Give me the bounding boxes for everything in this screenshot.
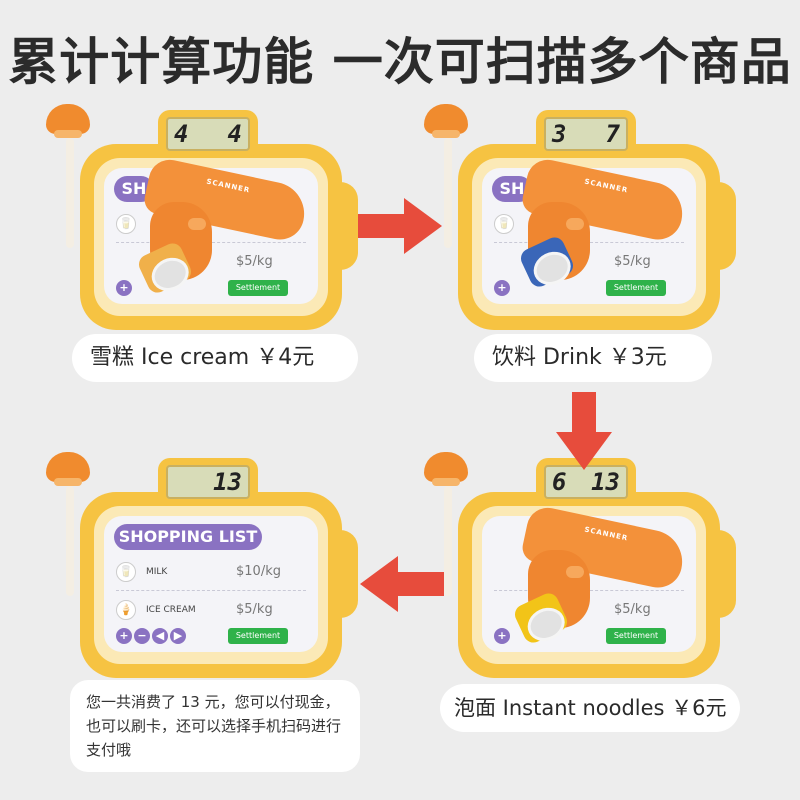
- list-item: $5/kg: [116, 250, 306, 276]
- list-controls: +: [494, 628, 510, 644]
- lcd-frame: 13: [158, 458, 258, 506]
- item-price: $10/kg: [236, 564, 281, 579]
- caption-noodles: 泡面 Instant noodles ￥6元: [440, 684, 740, 732]
- lever-knob-icon[interactable]: [424, 452, 468, 486]
- list-item: 🥛: [116, 212, 306, 238]
- caption-ice-cream: 雪糕 Ice cream ￥4元: [72, 334, 358, 382]
- item-price: $5/kg: [236, 254, 273, 269]
- lcd-right-value: 4: [227, 120, 242, 148]
- list-item: $5/kg: [494, 250, 684, 276]
- shopping-list-title: SHOPPING LIST: [114, 524, 262, 550]
- register-screen: SHOPPING LIST 🥛 MILK $10/kg 🍦 ICE CREAM …: [104, 516, 318, 652]
- item-price: $5/kg: [614, 254, 651, 269]
- list-item: $5/kg: [494, 598, 684, 624]
- lcd-display: 13: [166, 465, 250, 499]
- list-controls: + − ◀ ▶: [116, 628, 186, 644]
- list-controls: +: [494, 280, 510, 296]
- lcd-left-value: 6: [552, 468, 567, 496]
- lcd-left-value: 3: [552, 120, 567, 148]
- scanner-gun[interactable]: SCANNER: [135, 155, 311, 302]
- lcd-display: 4 4: [166, 117, 250, 151]
- lcd-left-value: 4: [174, 120, 189, 148]
- scanner-trigger-icon: [188, 218, 206, 230]
- scanner-gun[interactable]: SCANNER: [514, 155, 689, 302]
- payment-note: 您一共消费了 13 元，您可以付现金，也可以刷卡，还可以选择手机扫码进行支付哦: [70, 680, 360, 772]
- lever-stick: [66, 138, 74, 248]
- register-noodles: $10/kg $5/kg + Settlement 6 13 SCANNER: [424, 452, 736, 678]
- list-item-milk: 🥛 MILK $10/kg: [116, 560, 306, 586]
- milk-icon: 🥛: [494, 214, 514, 234]
- arrow-left-icon: [360, 556, 444, 612]
- ice-cream-icon: 🍦: [116, 600, 136, 620]
- next-arrow-icon[interactable]: ▶: [170, 628, 186, 644]
- lever-stick: [444, 138, 452, 248]
- milk-icon: 🥛: [116, 562, 136, 582]
- lcd-display: 6 13: [544, 465, 628, 499]
- lcd-display: 3 7: [544, 117, 628, 151]
- minus-icon[interactable]: −: [134, 628, 150, 644]
- lcd-frame: 4 4: [158, 110, 258, 158]
- plus-icon[interactable]: +: [494, 628, 510, 644]
- plus-icon[interactable]: +: [494, 280, 510, 296]
- arrow-right-icon: [358, 198, 442, 254]
- settlement-button[interactable]: Settlement: [228, 280, 288, 296]
- register-total: SHOPPING LIST 🥛 MILK $10/kg 🍦 ICE CREAM …: [46, 452, 358, 678]
- lcd-right-value: 13: [591, 468, 620, 496]
- settlement-button[interactable]: Settlement: [606, 628, 666, 644]
- milk-icon: 🥛: [116, 214, 136, 234]
- lcd-frame: 3 7: [536, 110, 636, 158]
- lcd-right-value: 13: [213, 468, 242, 496]
- item-price: $5/kg: [614, 602, 651, 617]
- list-controls: +: [116, 280, 132, 296]
- plus-icon[interactable]: +: [116, 628, 132, 644]
- list-item: 🥛: [494, 212, 684, 238]
- plus-icon[interactable]: +: [116, 280, 132, 296]
- scanner-trigger-icon: [566, 218, 584, 230]
- item-name: MILK: [146, 567, 168, 577]
- item-name: ICE CREAM: [146, 605, 196, 615]
- register-drink: SH 🥛 $5/kg + Settlement 3 7 SCANNER: [424, 104, 736, 330]
- caption-drink: 饮料 Drink ￥3元: [474, 334, 712, 382]
- lcd-right-value: 7: [605, 120, 620, 148]
- lever-knob-icon[interactable]: [46, 452, 90, 486]
- register-ice-cream: SH 🥛 $5/kg + Settlement 4 4 SCANNER: [46, 104, 358, 330]
- scanner-gun[interactable]: SCANNER: [511, 503, 689, 650]
- lcd-frame: 6 13: [536, 458, 636, 506]
- lever-stick: [444, 486, 452, 596]
- lever-stick: [66, 486, 74, 596]
- arrow-down-icon: [556, 392, 612, 472]
- item-price: $5/kg: [236, 602, 273, 617]
- settlement-button[interactable]: Settlement: [606, 280, 666, 296]
- lever-knob-icon[interactable]: [46, 104, 90, 138]
- divider: [116, 590, 306, 591]
- headline: 累计计算功能 一次可扫描多个商品: [8, 33, 792, 91]
- lever-knob-icon[interactable]: [424, 104, 468, 138]
- prev-arrow-icon[interactable]: ◀: [152, 628, 168, 644]
- scanner-trigger-icon: [566, 566, 584, 578]
- list-item-ice-cream: 🍦 ICE CREAM $5/kg: [116, 598, 306, 624]
- settlement-button[interactable]: Settlement: [228, 628, 288, 644]
